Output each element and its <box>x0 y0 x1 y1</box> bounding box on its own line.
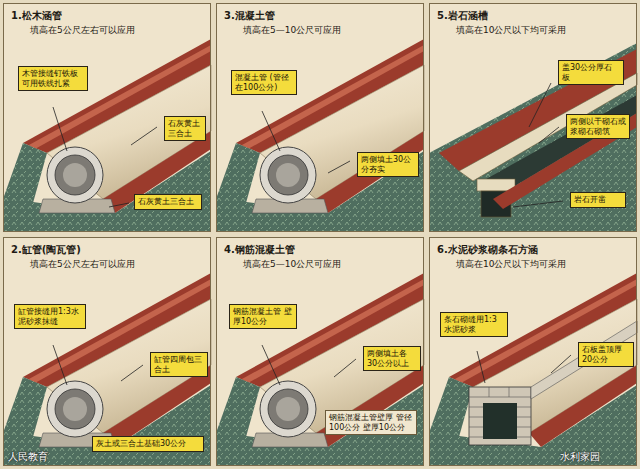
culvert-panel: 4.钢筋混凝土管填高在5—10公尺可应用钢筋混凝土管 壁厚10公分两侧填土各30… <box>216 237 424 466</box>
callout-box: 条石砌缝用1:3水泥砂浆 <box>440 312 508 337</box>
node-text: 缸管四周包三合土 <box>154 355 204 374</box>
callout-box: 缸管接缝用1:3水泥砂浆抹缝 <box>14 304 86 329</box>
node-text: 缸管接缝用1:3水泥砂浆抹缝 <box>18 307 82 326</box>
node-text: 两侧填土各30公分以上 <box>367 349 417 368</box>
node-subtext: 填高在5—10公尺可应用 <box>243 258 341 271</box>
node-text: 两侧填土30公分夯实 <box>361 155 415 174</box>
culvert-panel: 2.缸管(陶瓦管)填高在5公尺左右可以应用缸管接缝用1:3水泥砂浆抹缝缸管四周包… <box>3 237 211 466</box>
callout-box: 钢筋混凝土管 壁厚10公分 <box>229 304 297 329</box>
node-text: 岩石开凿 <box>574 195 622 205</box>
callout-box: 岩石开凿 <box>570 192 626 208</box>
watermark: 人民教育 <box>8 450 48 464</box>
node-text: 钢筋混凝土管壁厚 管径100公分 壁厚10公分 <box>329 413 413 432</box>
callout-box: 石灰黄土三合土 <box>164 116 206 141</box>
culvert-panel: 5.岩石涵槽填高在10公尺以下均可采用盖30公分厚石板两侧以干砌石或浆砌石砌筑岩… <box>429 3 637 232</box>
node-text: 钢筋混凝土管 壁厚10公分 <box>233 307 293 326</box>
callout-box: 两侧填土各30公分以上 <box>363 346 421 371</box>
node-text: 石灰黄土三合土 <box>168 119 202 138</box>
watermark: 水利家园 <box>560 450 600 464</box>
node-subtext: 填高在5—10公尺可应用 <box>243 24 341 37</box>
node-text: 石板盖顶厚20公分 <box>582 345 630 364</box>
node-subtext: 填高在5公尺左右可以应用 <box>30 258 135 271</box>
callout-box: 混凝土管 (管径在100公分) <box>231 70 297 95</box>
callout-box: 木管接缝钉铁板 可用铁线扎紧 <box>18 66 88 91</box>
node-text: 石灰黄土三合土 <box>138 197 198 207</box>
node-subtext: 填高在10公尺以下均可采用 <box>456 258 566 271</box>
culvert-panel: 1.松木涵管填高在5公尺左右可以应用木管接缝钉铁板 可用铁线扎紧石灰黄土三合土石… <box>3 3 211 232</box>
callout-box: 两侧以干砌石或浆砌石砌筑 <box>566 114 630 139</box>
node-text: 条石砌缝用1:3水泥砂浆 <box>444 315 504 334</box>
node-text: 盖30公分厚石板 <box>562 63 620 82</box>
node-text: 1.松木涵管 <box>11 9 62 23</box>
callout-box: 钢筋混凝土管壁厚 管径100公分 壁厚10公分 <box>325 410 417 435</box>
node-text: 木管接缝钉铁板 可用铁线扎紧 <box>22 69 84 88</box>
node-text: 3.混凝土管 <box>224 9 275 23</box>
node-text: 2.缸管(陶瓦管) <box>11 243 81 257</box>
node-subtext: 填高在10公尺以下均可采用 <box>456 24 566 37</box>
callout-box: 两侧填土30公分夯实 <box>357 152 419 177</box>
node-text: 5.岩石涵槽 <box>437 9 488 23</box>
callout-box: 石板盖顶厚20公分 <box>578 342 634 367</box>
node-text: 灰土或三合土基础30公分 <box>96 439 200 449</box>
callout-box: 缸管四周包三合土 <box>150 352 208 377</box>
node-text: 6.水泥砂浆砌条石方涵 <box>437 243 538 257</box>
culvert-panel: 3.混凝土管填高在5—10公尺可应用混凝土管 (管径在100公分) 两侧填土30公… <box>216 3 424 232</box>
node-text: 两侧以干砌石或浆砌石砌筑 <box>570 117 626 136</box>
callout-box: 石灰黄土三合土 <box>134 194 202 210</box>
culvert-panel: 6.水泥砂浆砌条石方涵填高在10公尺以下均可采用条石砌缝用1:3水泥砂浆石板盖顶… <box>429 237 637 466</box>
callout-box: 灰土或三合土基础30公分 <box>92 436 204 452</box>
node-text: 混凝土管 (管径在100公分) <box>235 73 293 92</box>
node-subtext: 填高在5公尺左右可以应用 <box>30 24 135 37</box>
callout-box: 盖30公分厚石板 <box>558 60 624 85</box>
node-text: 4.钢筋混凝土管 <box>224 243 295 257</box>
